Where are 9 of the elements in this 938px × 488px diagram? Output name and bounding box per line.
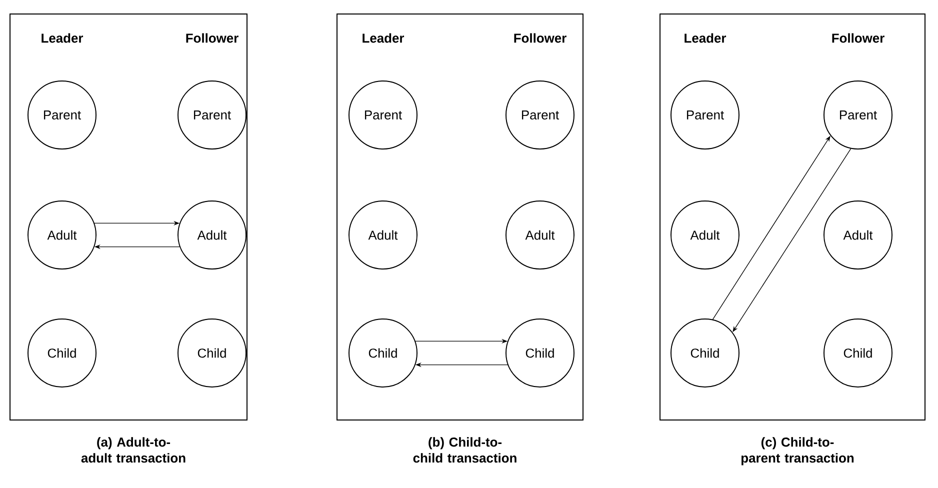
column-heading: Follower [514, 33, 566, 43]
node-label: (c) Child-to-parent transaction [742, 437, 854, 466]
column-heading: Leader [684, 33, 726, 43]
column-heading: Follower [186, 33, 238, 43]
column-heading: Leader [42, 33, 84, 43]
column-heading: Follower [832, 33, 884, 43]
node-label: (b) Child-to-child transaction [413, 437, 516, 463]
node-label: (a) Adult-to-adult transaction [81, 437, 186, 463]
column-heading: Leader [362, 33, 404, 43]
